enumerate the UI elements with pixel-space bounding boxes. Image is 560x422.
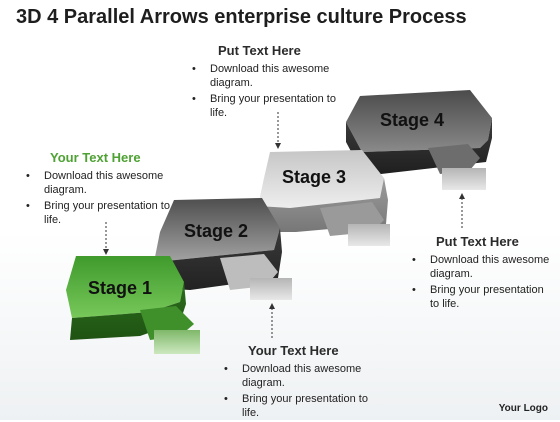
stage-1-arrow-tip [154, 330, 200, 354]
stage-1-arrow [66, 256, 200, 354]
stage-3-arrow-tip [348, 224, 390, 246]
callout-left: Your Text Here Download this awesome dia… [24, 151, 174, 229]
stage-2-label: Stage 2 [184, 221, 248, 241]
stage-2-arrow-top [154, 198, 280, 262]
callout-bottom: Your Text Here Download this awesome dia… [222, 344, 382, 422]
callout-right-bullet-1: Download this awesome diagram. [410, 253, 550, 281]
callout-left-bullet-1: Download this awesome diagram. [24, 169, 174, 197]
callout-top-bullet-2: Bring your presentation to life. [190, 92, 350, 120]
callout-bottom-heading: Your Text Here [248, 343, 339, 358]
callout-bottom-bullet-1: Download this awesome diagram. [222, 362, 382, 390]
callout-left-list: Download this awesome diagram. Bring you… [24, 169, 174, 227]
stage-1-arrow-top [66, 256, 184, 318]
stage-4-arrow-tip [442, 168, 486, 190]
callout-top-bullet-1: Download this awesome diagram. [190, 62, 350, 90]
callout-right-bullet-2: Bring your presentation to life. [410, 283, 550, 311]
stage-4-label: Stage 4 [380, 110, 444, 130]
callout-bottom-bullet-2: Bring your presentation to life. [222, 392, 382, 420]
stage-4-arrow-top [346, 90, 492, 152]
callout-top-list: Download this awesome diagram. Bring you… [190, 62, 350, 120]
stage-3-label: Stage 3 [282, 167, 346, 187]
callout-top-heading: Put Text Here [218, 43, 301, 58]
stage-1-label: Stage 1 [88, 278, 152, 298]
callout-left-heading: Your Text Here [50, 150, 141, 165]
callout-bottom-list: Download this awesome diagram. Bring you… [222, 362, 382, 420]
stage-2-arrow [154, 198, 292, 300]
stage-3-arrow [256, 150, 390, 246]
callout-top: Put Text Here Download this awesome diag… [190, 44, 350, 122]
slide-title: 3D 4 Parallel Arrows enterprise culture … [16, 6, 467, 28]
stage-2-arrow-tip [250, 278, 292, 300]
logo-text: Your Logo [498, 403, 548, 414]
callout-right-heading: Put Text Here [436, 234, 519, 249]
callout-left-bullet-2: Bring your presentation to life. [24, 199, 174, 227]
stage-4-arrow-shaft [428, 144, 480, 174]
stage-3-arrow-top [258, 150, 384, 208]
callout-right: Put Text Here Download this awesome diag… [410, 235, 550, 313]
stage-4-arrow [346, 90, 492, 190]
callout-right-list: Download this awesome diagram. Bring you… [410, 253, 550, 311]
